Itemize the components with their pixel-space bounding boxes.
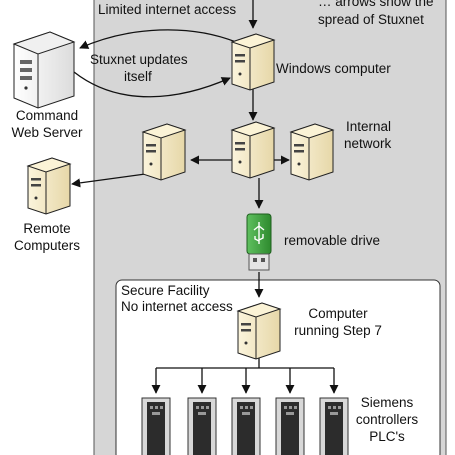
stuxnet-updates-line2: itself: [124, 69, 152, 84]
command-server-icon: [12, 31, 76, 109]
usb-drive-icon: [246, 213, 272, 271]
curve-to-command-server: [79, 29, 237, 49]
stuxnet-updates-line1: Stuxnet updates: [90, 52, 188, 67]
plc-label-line1: Siemens: [361, 395, 414, 410]
remote-computers-label-line1: Remote: [23, 221, 70, 236]
secure-facility-label: Secure Facility: [121, 283, 210, 298]
command-server-label-line2: Web Server: [11, 125, 83, 140]
step7-label-line1: Computer: [308, 306, 368, 321]
network-computer-left-icon: [141, 123, 187, 181]
remote-computers-label-line2: Computers: [14, 238, 80, 253]
internal-network-label-line2: network: [344, 136, 392, 151]
windows-computer-label: Windows computer: [276, 61, 391, 76]
network-computer-right-icon: [289, 123, 335, 181]
step7-label-line2: running Step 7: [294, 323, 382, 338]
windows-computer-icon: [230, 33, 276, 91]
arrows-legend-line1: … arrows show the: [318, 0, 434, 9]
plc-icon: [275, 397, 305, 455]
command-server-label-line1: Command: [16, 108, 78, 123]
internal-network-label-line1: Internal: [346, 119, 391, 134]
no-internet-label: No internet access: [121, 299, 233, 314]
plc-label-line2: controllers: [356, 412, 419, 427]
remote-computer-icon: [26, 157, 72, 215]
plc-icon: [231, 397, 261, 455]
plc-icon: [319, 397, 349, 455]
plc-icon: [187, 397, 217, 455]
step7-computer-icon: [236, 302, 282, 360]
removable-drive-label: removable drive: [284, 233, 380, 248]
plc-icon: [141, 397, 171, 455]
arrows-legend-line2: spread of Stuxnet: [318, 12, 424, 27]
plc-label-line3: PLC's: [369, 429, 405, 444]
network-computer-center-icon: [230, 121, 276, 179]
limited-internet-label: Limited internet access: [98, 2, 236, 17]
curve-to-windows-computer: [73, 71, 231, 98]
